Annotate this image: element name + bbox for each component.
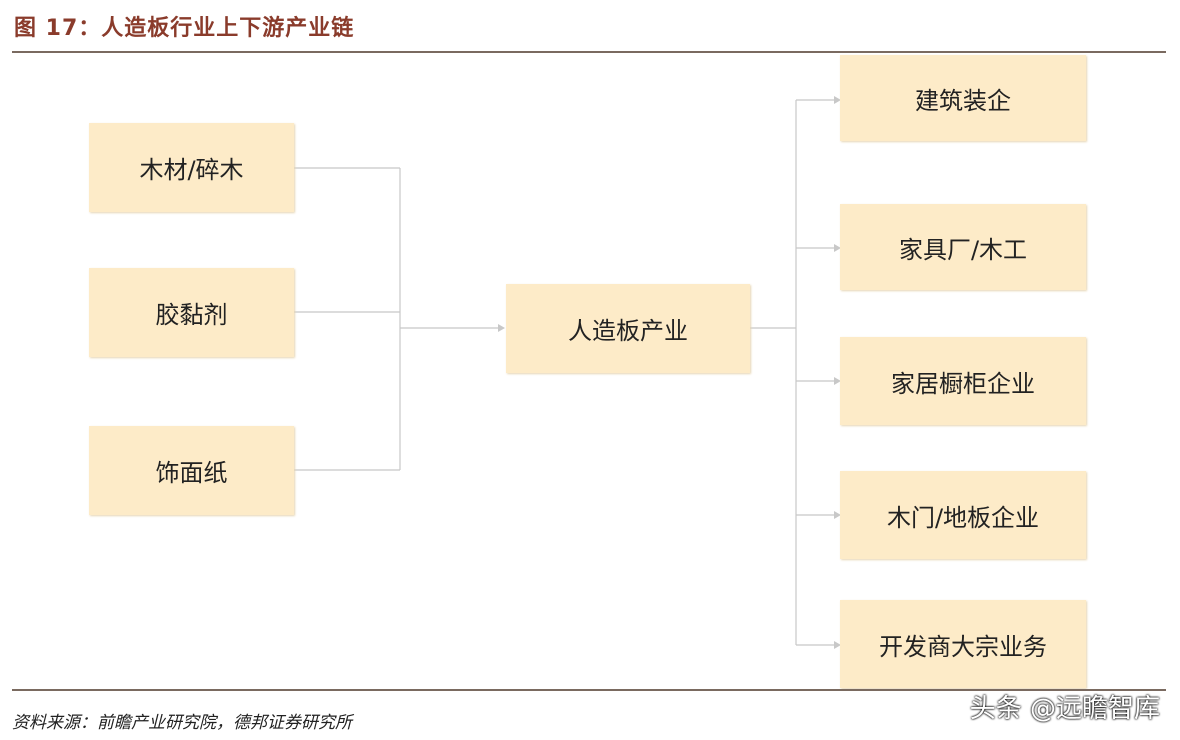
upstream-connector xyxy=(294,167,498,471)
arrow-1 xyxy=(834,96,841,104)
upstream-box-paper: 饰面纸 xyxy=(89,426,294,515)
arrow-center xyxy=(498,324,505,332)
bottom-divider xyxy=(12,689,1166,691)
arrow-4 xyxy=(834,511,841,519)
top-divider xyxy=(12,51,1166,53)
downstream-connector xyxy=(750,99,834,646)
upstream-box-wood: 木材/碎木 xyxy=(89,123,294,212)
figure-title: 图 17：人造板行业上下游产业链 xyxy=(14,16,355,41)
arrow-2 xyxy=(834,244,841,252)
source-note: 资料来源：前瞻产业研究院，德邦证券研究所 xyxy=(12,713,352,733)
upstream-box-adhesive: 胶黏剂 xyxy=(89,268,294,357)
downstream-box-4: 木门/地板企业 xyxy=(840,471,1086,559)
downstream-box-3: 家居橱柜企业 xyxy=(840,337,1086,425)
downstream-box-5: 开发商大宗业务 xyxy=(840,600,1086,688)
center-box: 人造板产业 xyxy=(506,284,750,373)
arrow-5 xyxy=(834,641,841,649)
watermark: 头条 @远瞻智库 xyxy=(969,694,1160,724)
downstream-box-1: 建筑装企 xyxy=(840,55,1086,141)
arrow-3 xyxy=(834,377,841,385)
downstream-box-2: 家具厂/木工 xyxy=(840,204,1086,290)
